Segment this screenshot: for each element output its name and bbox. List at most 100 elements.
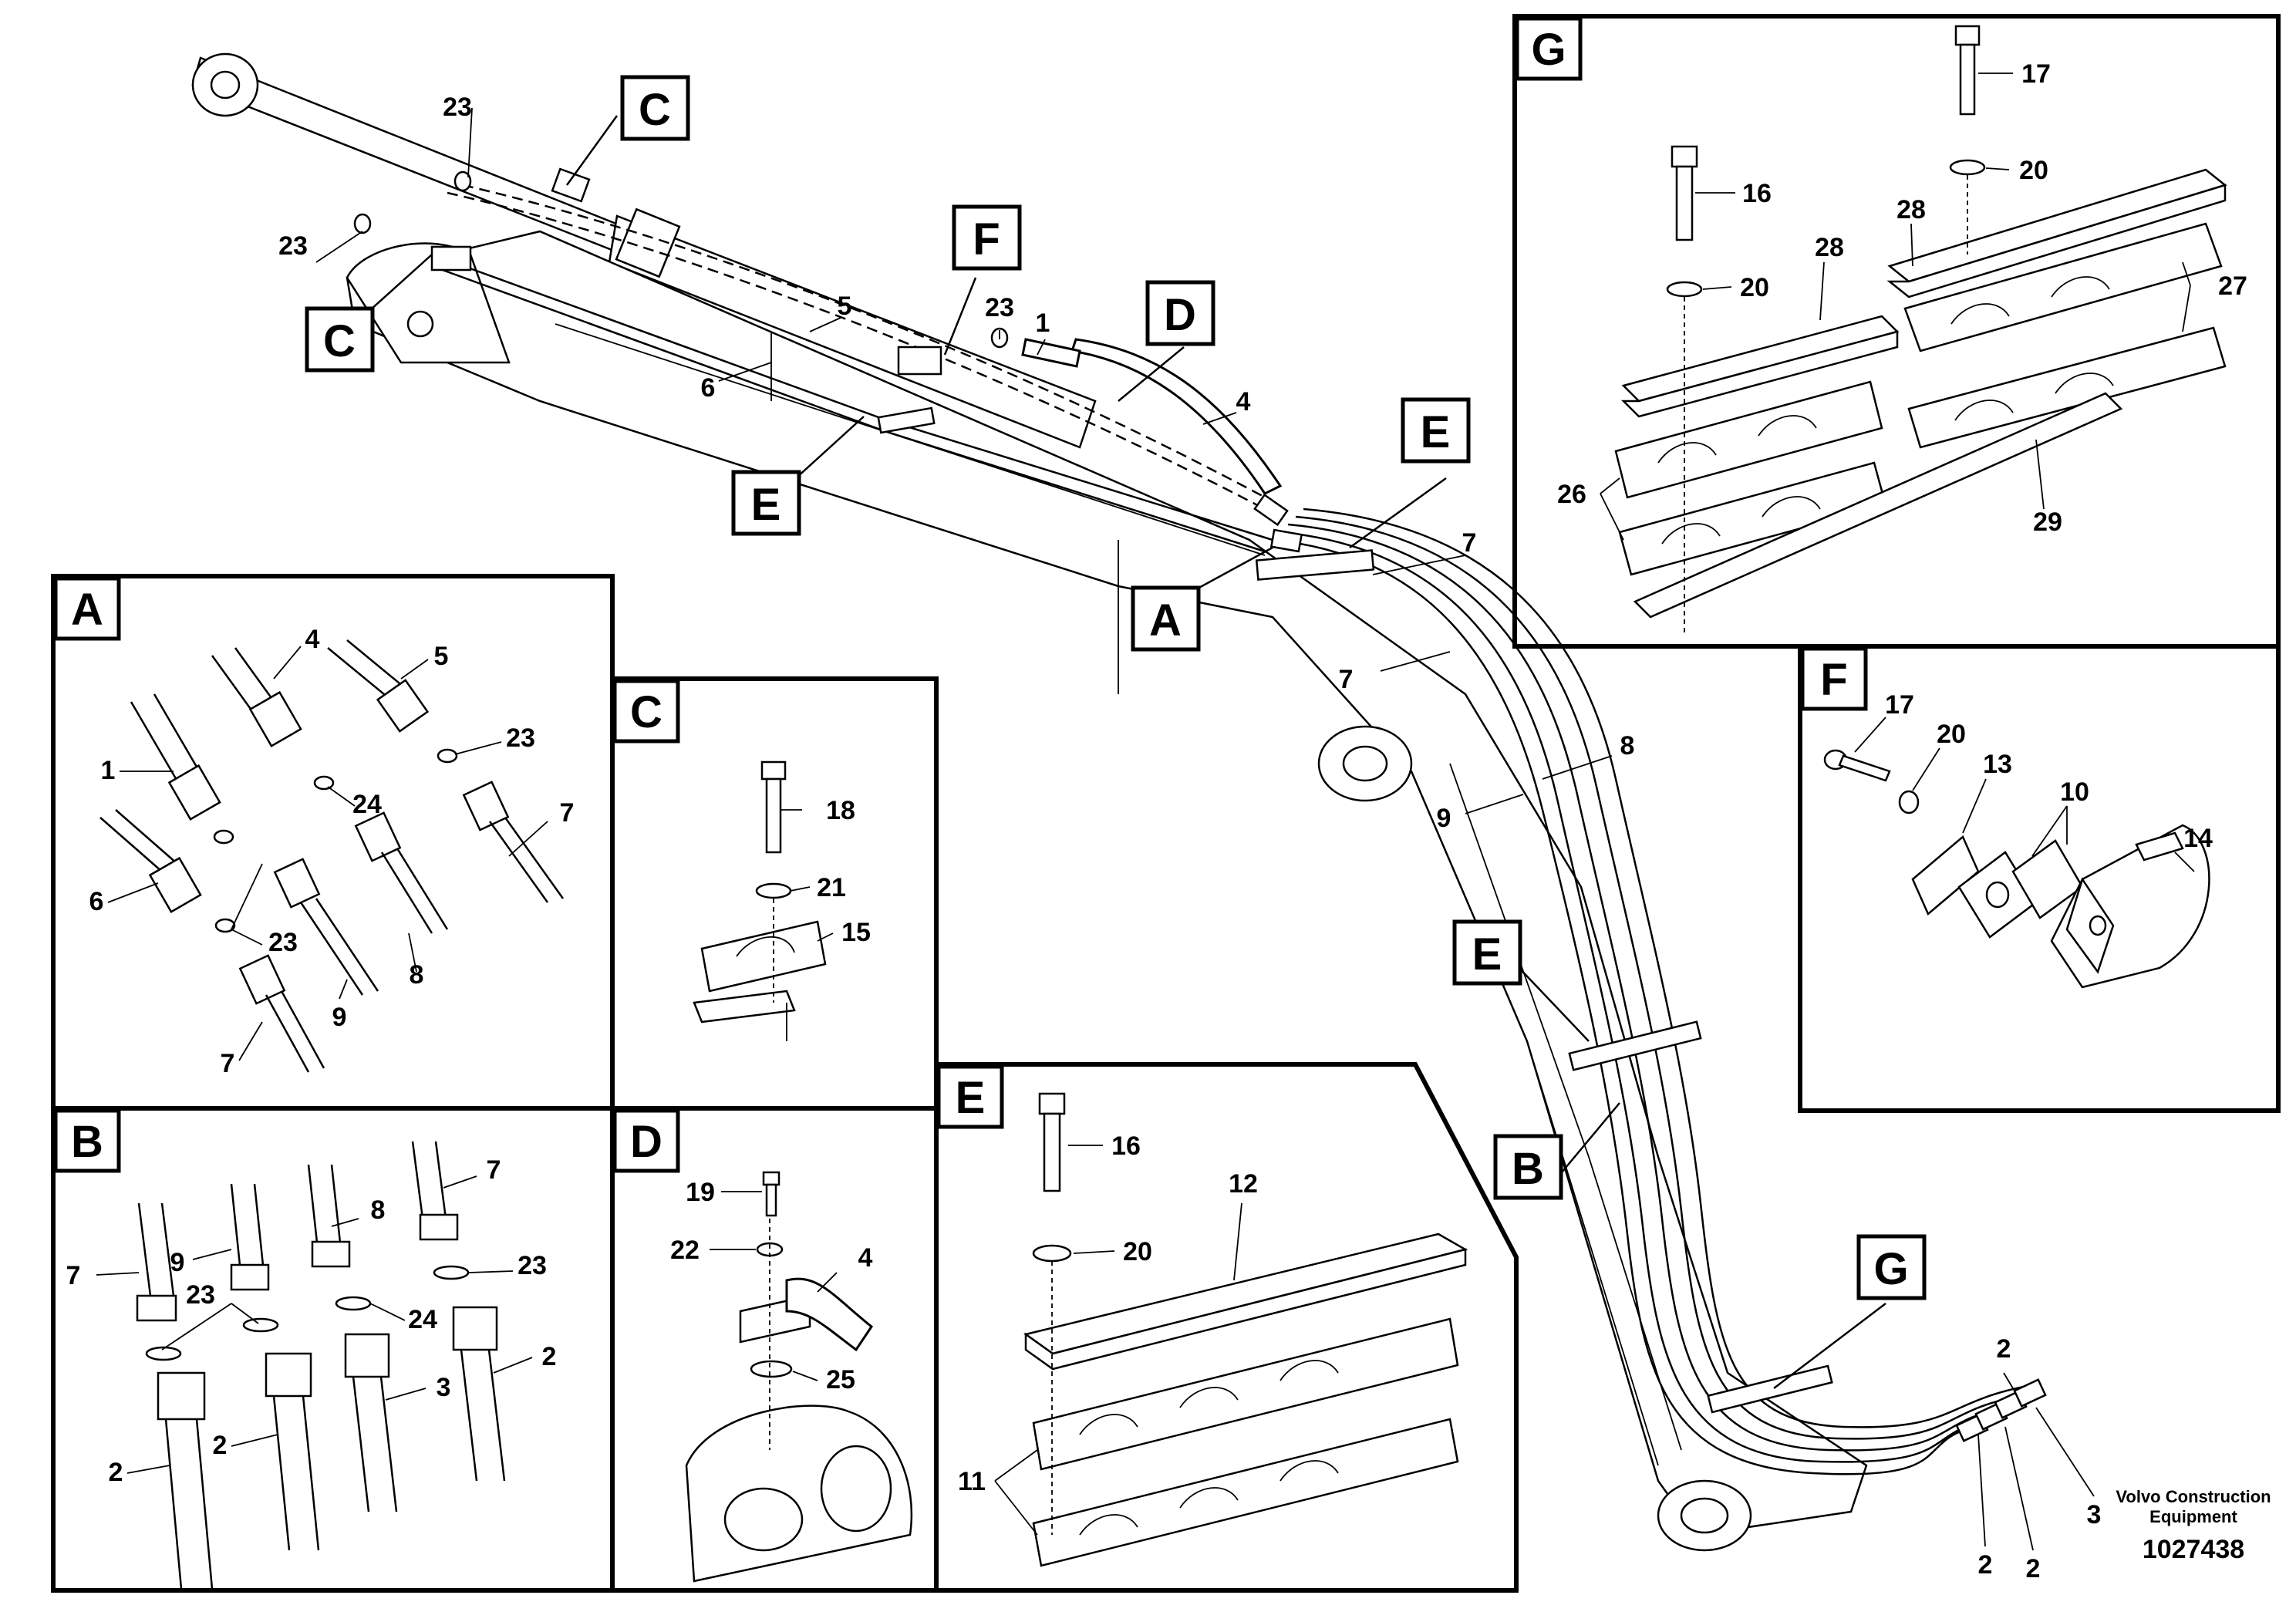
part-number-label: 2 [1997,1334,2011,1364]
part-number-label: 26 [1557,480,1586,509]
part-number-label: 16 [1111,1131,1141,1161]
callout-A-main: A [1131,585,1201,652]
callout-letter: F [973,214,1000,265]
part-number-label: 2 [542,1342,557,1371]
detail-G: G [1512,14,2281,649]
callout-letter: A [71,585,103,635]
callout-letter: E [956,1073,986,1123]
part-number-label: 23 [268,928,298,957]
part-number-label: 4 [858,1243,873,1273]
part-number-label: 1 [101,756,116,785]
part-number-label: 7 [66,1261,81,1290]
part-number-label: 20 [2019,156,2048,185]
main-part-numbers: 23 23 5 6 23 1 4 7 7 8 9 2 3 2 2 [278,93,2101,1583]
callout-letter: C [630,687,663,737]
hose-bundle [1021,338,2047,1475]
callout-letter: B [1512,1144,1544,1194]
callout-D-main: D [1145,280,1215,346]
part-number-label: 24 [352,790,382,819]
part-number-label: 9 [1437,804,1451,833]
callout-letter: G [1873,1244,1908,1294]
part-number-label: 8 [371,1195,386,1225]
part-number-label: 18 [826,796,855,825]
part-number-label: 2 [2026,1554,2041,1583]
callout-E-main-2: E [1401,397,1471,464]
part-number-label: 28 [1815,233,1844,262]
part-number-label: 14 [2183,824,2213,853]
callout-C-top: C [620,75,690,141]
part-number-label: 27 [2218,271,2247,301]
callout-E-main-3: E [1452,919,1522,986]
part-number-label: 6 [89,887,104,916]
part-number-label: 4 [305,625,320,654]
part-number-label: 1 [1036,309,1050,338]
detail-B: B 7 9 8 [51,1106,615,1593]
detail-F: F 17 20 13 10 14 [1798,644,2281,1113]
part-number-label: 7 [221,1049,235,1078]
callout-letter: A [1149,595,1182,646]
detail-D: D 19 22 4 25 [610,1106,939,1593]
callout-letter: D [1164,290,1196,340]
part-number-label: 9 [332,1003,347,1032]
callout-letter: G [1531,25,1566,75]
part-number-label: 7 [487,1155,501,1185]
part-number-label: 3 [437,1373,451,1402]
callout-letter: C [639,85,671,135]
part-number-label: 23 [985,293,1014,322]
part-number-label: 5 [434,642,449,671]
part-number-label: 23 [506,723,535,753]
part-number-label: 13 [1983,750,2012,779]
callout-letter: D [630,1117,663,1167]
detail-A: A 1 4 5 [51,574,615,1111]
callout-G-main: G [1856,1234,1927,1300]
part-number-label: 25 [826,1365,855,1394]
part-number-label: 3 [2087,1500,2102,1529]
part-number-label: 17 [1885,690,1914,720]
part-number-label: 20 [1937,720,1966,749]
part-number-label: 16 [1742,179,1772,208]
callout-letter: E [751,480,781,530]
part-number-label: 20 [1740,273,1769,302]
part-number-label: 4 [1236,387,1251,416]
part-number-label: 23 [443,93,472,122]
callout-F-main: F [952,204,1022,271]
callout-letter: C [323,316,356,366]
detail-C: C 18 21 15 [610,676,939,1111]
callout-letter: E [1421,407,1451,457]
part-number-label: 6 [701,373,716,403]
callout-E-main-1: E [731,470,801,536]
drawing-number: 1027438 [2143,1535,2244,1564]
callout-C-left: C [305,306,375,373]
part-number-label: 20 [1123,1237,1152,1266]
part-number-label: 23 [278,231,308,261]
part-number-label: 29 [2033,508,2062,537]
part-number-label: 12 [1229,1169,1258,1199]
part-number-label: 2 [1978,1550,1993,1580]
brand-name: Volvo Construction [2116,1487,2271,1506]
callout-B-main: B [1493,1134,1563,1200]
part-number-label: 2 [109,1458,123,1487]
part-number-label: 11 [958,1467,986,1496]
part-number-label: 5 [838,292,852,321]
part-number-label: 28 [1896,195,1926,224]
part-number-label: 7 [1339,665,1354,694]
part-number-label: 10 [2060,777,2089,807]
part-number-label: 23 [518,1251,547,1280]
boom-illustration [191,52,2095,1552]
part-number-label: 24 [408,1305,437,1334]
detail-E: E 16 20 12 11 [934,1062,1519,1593]
part-number-label: 15 [841,918,871,947]
callout-letter: B [71,1117,103,1167]
part-number-label: 17 [2021,59,2051,89]
part-number-label: 21 [817,873,846,902]
part-number-label: 19 [686,1178,715,1207]
part-number-label: 8 [1620,731,1635,760]
part-number-label: 22 [670,1236,700,1265]
callout-letter: F [1820,655,1847,705]
part-number-label: 7 [560,798,575,828]
callout-letter: E [1472,929,1502,980]
part-number-label: 9 [170,1248,185,1277]
part-number-label: 23 [186,1280,215,1310]
part-number-label: 2 [213,1431,228,1460]
